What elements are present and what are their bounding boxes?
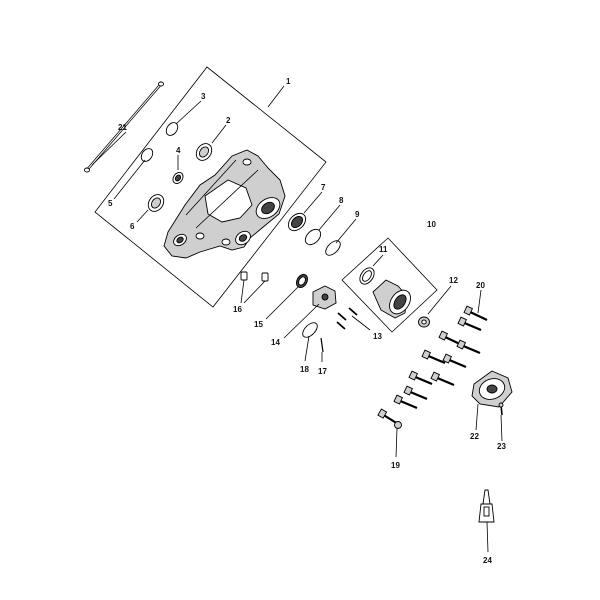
bolt: [403, 385, 428, 401]
bolt: [456, 339, 481, 355]
callout-11: 11: [379, 245, 388, 254]
callout-6: 6: [130, 222, 135, 231]
bolt: [393, 394, 418, 410]
part-24-sealant-tube: [478, 489, 495, 523]
callout-4: 4: [176, 146, 181, 155]
part-6-seal: [147, 194, 165, 212]
callout-15: 15: [254, 320, 263, 329]
part-12-nut: [418, 316, 430, 328]
part-3-snap-ring: [165, 122, 179, 136]
callout-13: 13: [373, 332, 382, 341]
bolt: [408, 370, 433, 386]
callout-10: 10: [427, 220, 436, 229]
callout-2: 2: [226, 116, 231, 125]
bolt: [430, 371, 455, 387]
callout-16: 16: [233, 305, 242, 314]
part-bolts-array: [377, 305, 488, 429]
part-7-seal: [287, 212, 307, 232]
part-21-pin: [84, 81, 164, 173]
callout-3: 3: [201, 92, 206, 101]
bolt: [377, 408, 402, 429]
part-22-rear-cover: [471, 370, 513, 408]
part-11-ring: [359, 267, 375, 285]
part-14-valve-body: [312, 285, 337, 310]
callout-17: 17: [318, 367, 327, 376]
part-16-plugs: [240, 271, 269, 282]
callout-24: 24: [483, 556, 492, 565]
part-17-pin: [320, 337, 324, 353]
callout-21: 21: [118, 123, 127, 132]
part-23-screw: [498, 402, 504, 416]
assembly-frame-10: [341, 237, 438, 333]
part-5-snap-ring: [140, 148, 154, 162]
callout-23: 23: [497, 442, 506, 451]
callout-19: 19: [391, 461, 400, 470]
callout-5: 5: [108, 199, 113, 208]
callout-8: 8: [339, 196, 344, 205]
callout-22: 22: [470, 432, 479, 441]
part-13-small-bolts: [336, 307, 358, 330]
callout-20: 20: [476, 281, 485, 290]
part-15-spring: [295, 273, 309, 289]
bolt: [457, 316, 482, 332]
part-18-gasket: [302, 322, 318, 338]
assembly-frame-1: [94, 66, 327, 308]
part-4-seal: [172, 171, 184, 185]
callout-14: 14: [271, 338, 280, 347]
callout-1: 1: [286, 77, 291, 86]
bolt: [421, 349, 446, 365]
callout-7: 7: [321, 183, 326, 192]
part-2-seal: [195, 143, 213, 161]
leader-lines: [91, 85, 503, 553]
transfer-case-housing: [163, 149, 286, 259]
part-10-output-flange: [372, 279, 411, 319]
bolt: [442, 353, 467, 369]
bolt: [463, 305, 488, 321]
part-8-seal-ring: [304, 228, 322, 246]
part-9-o-ring: [325, 240, 341, 256]
callout-18: 18: [300, 365, 309, 374]
callout-9: 9: [355, 210, 360, 219]
callout-12: 12: [449, 276, 458, 285]
callout-labels: 1 2 3 4 5 6 7 8 9 10 11 12 13 14 15 16 1…: [108, 77, 506, 565]
